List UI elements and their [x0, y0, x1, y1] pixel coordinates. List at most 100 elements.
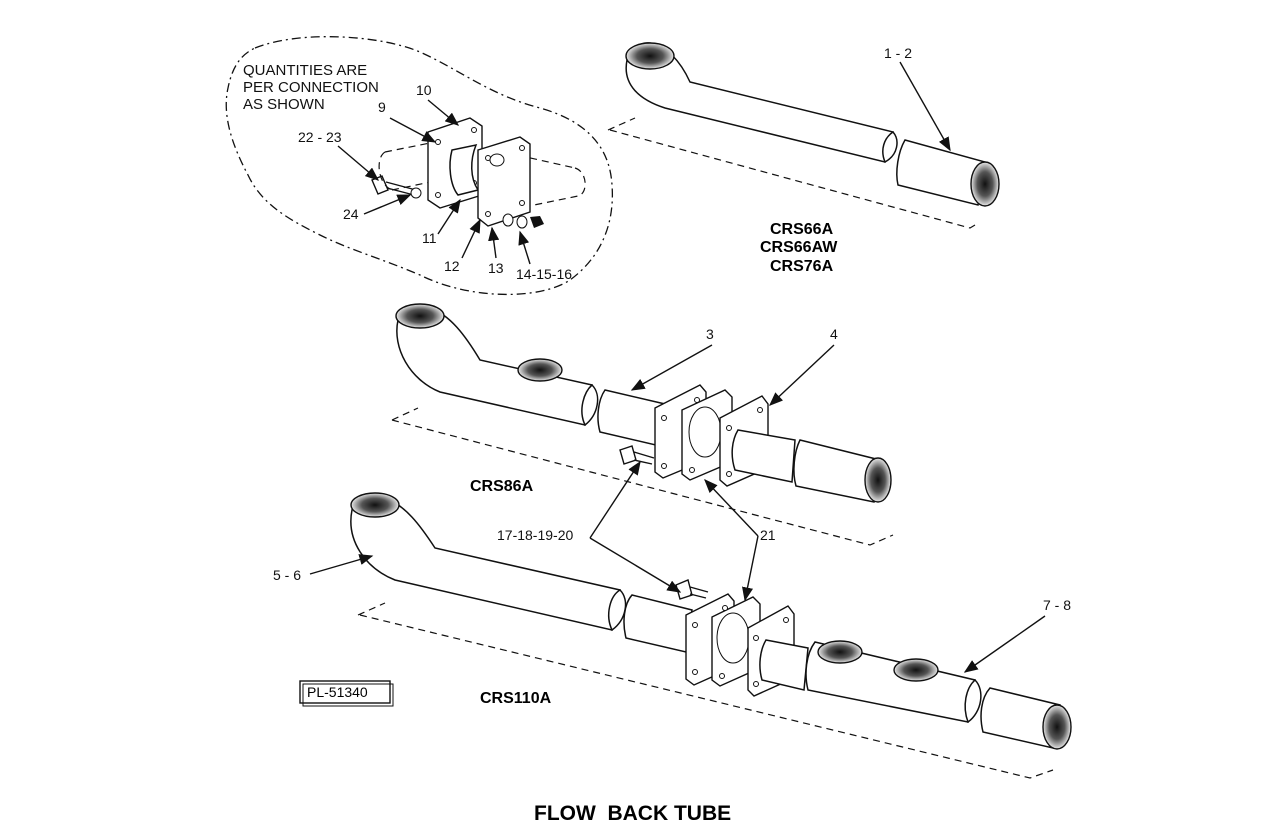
callout-9: 9: [378, 99, 386, 115]
plate-number-box: PL-51340: [299, 680, 394, 707]
leader-13: [488, 226, 500, 259]
leader-22-23: [337, 145, 380, 181]
detail-nut: [530, 216, 544, 228]
note-line-3: AS SHOWN: [243, 96, 325, 113]
callout-22-23: 22 - 23: [298, 129, 342, 145]
crs66-elbow-opening: [625, 42, 675, 70]
detail-note: QUANTITIES ARE PER CONNECTION AS SHOWN: [243, 62, 383, 113]
crs110-flange-bore: [716, 612, 750, 664]
assembly-crs66: 1 - 2 CRS66A CRS66AW CRS76A: [607, 42, 1000, 275]
figure-title: FLOW BACK TUBE: [534, 802, 731, 825]
leader-5-6: [309, 554, 374, 575]
crs110-bolt-hole: [692, 669, 698, 675]
detail-bolt-hole: [435, 139, 441, 145]
callout-17-18-19-20: 17-18-19-20: [497, 527, 573, 543]
crs86-bolt-hole: [689, 467, 695, 473]
crs110-baseline: [357, 602, 1054, 779]
leader-12: [461, 218, 481, 259]
callout-5-6: 5 - 6: [273, 567, 301, 583]
leader-17-18-19-20-lower: [589, 537, 682, 593]
plate-number-frame: [299, 680, 391, 704]
crs86-bolt: [619, 445, 655, 465]
crs86-bolt-hole: [726, 425, 732, 431]
callout-4: 4: [830, 326, 838, 342]
leader-24: [363, 194, 412, 215]
model-crs76a: CRS76A: [770, 258, 834, 275]
crs86-bolt-hole: [661, 415, 667, 421]
crs86-flange-bore: [688, 406, 722, 458]
crs86-bolt-hole: [661, 463, 667, 469]
crs86-short-section: [597, 389, 666, 447]
leader-21-lower: [742, 535, 759, 602]
model-crs66aw: CRS66AW: [760, 239, 838, 256]
model-crs110a: CRS110A: [480, 690, 552, 707]
crs110-pipe-end-opening: [1042, 704, 1072, 750]
detail-bolt-hole: [435, 192, 441, 198]
crs110-end-section: [980, 687, 1061, 749]
crs110-break-right: [964, 678, 982, 724]
crs110-bolt-hole: [719, 673, 725, 679]
callout-7-8: 7 - 8: [1043, 597, 1071, 613]
callout-13: 13: [488, 260, 504, 276]
detail-bolt-hole: [519, 200, 525, 206]
crs110-bolt-hole: [783, 617, 789, 623]
callout-24: 24: [343, 206, 359, 222]
crs110-side-port-1: [817, 640, 863, 664]
leader-14-15-16: [518, 230, 531, 265]
callout-10: 10: [416, 82, 432, 98]
leader-11: [437, 198, 461, 235]
crs110-mid-section: [759, 639, 809, 691]
crs86-side-port: [517, 358, 563, 382]
crs66-break-left: [882, 131, 898, 164]
crs86-baseline: [391, 407, 894, 546]
crs86-right-section: [731, 429, 796, 483]
leader-17-18-19-20-upper: [589, 460, 641, 539]
crs110-bolt-hole: [722, 605, 728, 611]
leader-10: [427, 99, 460, 126]
leader-1-2: [899, 61, 951, 152]
assembly-crs86: 3 4 CRS86A: [391, 303, 894, 546]
callout-11: 11: [422, 230, 437, 246]
plate-number: PL-51340: [307, 684, 368, 700]
crs86-bolt-hole: [726, 471, 732, 477]
model-crs86a: CRS86A: [470, 478, 534, 495]
crs110-bolt-hole: [692, 622, 698, 628]
detail-washer: [410, 187, 422, 199]
crs86-bolt-hole: [694, 397, 700, 403]
detail-bolt-hole: [519, 145, 525, 151]
crs110-bolt-hole: [753, 681, 759, 687]
note-line-1: QUANTITIES ARE: [243, 62, 367, 79]
crs110-pipe-elbow: [350, 496, 621, 631]
crs110-bolt: [675, 579, 709, 600]
callout-1-2: 1 - 2: [884, 45, 912, 61]
model-crs66a: CRS66A: [770, 221, 834, 238]
connection-detail-inset: QUANTITIES ARE PER CONNECTION AS SHOWN 9: [225, 36, 614, 296]
callout-21: 21: [760, 527, 776, 543]
leader-21-upper: [704, 478, 759, 537]
detail-bore: [489, 153, 505, 167]
crs66-baseline: [607, 117, 976, 229]
detail-bolt: [371, 175, 417, 196]
detail-flat-washer: [516, 215, 528, 229]
crs110-short-section: [623, 594, 693, 653]
crs66-pipe-right: [896, 139, 986, 206]
callout-3: 3: [706, 326, 714, 342]
crs110-bolt-hole: [753, 635, 759, 641]
detail-lock-washer: [502, 213, 514, 227]
assembly-crs110: 5 - 6 7 - 8 CRS110A: [273, 492, 1072, 779]
crs86-right-end: [793, 439, 881, 503]
crs86-elbow-opening: [395, 303, 445, 329]
detail-cloud-outline: [225, 36, 614, 296]
detail-bolt-hole: [471, 127, 477, 133]
shared-callouts: 17-18-19-20 21: [497, 460, 776, 602]
crs86-break: [581, 383, 599, 427]
crs110-elbow-opening: [350, 492, 400, 518]
leader-4: [768, 344, 835, 406]
leader-7-8: [963, 615, 1046, 673]
callout-14-15-16: 14-15-16: [516, 266, 572, 282]
leader-9: [389, 117, 437, 143]
detail-bolt-hole: [485, 211, 491, 217]
leader-3: [630, 344, 713, 391]
callout-12: 12: [444, 258, 460, 274]
